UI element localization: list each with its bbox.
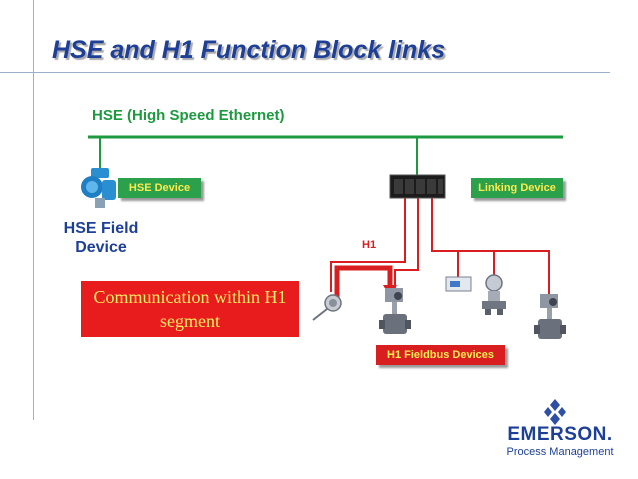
linking-device-tag: Linking Device bbox=[471, 178, 563, 198]
temperature-transmitter-icon bbox=[312, 294, 342, 321]
flowmeter-icon bbox=[445, 276, 472, 292]
left-divider-line bbox=[33, 0, 34, 420]
company-name: EMERSON. bbox=[507, 424, 613, 445]
h1-segment-label: H1 bbox=[362, 239, 377, 251]
pressure-transmitter-icon bbox=[482, 274, 506, 315]
control-valve-icon bbox=[379, 288, 411, 334]
h1-line-to-valve-2 bbox=[431, 198, 550, 296]
hse-field-device-icon bbox=[81, 168, 116, 208]
communication-note-box: Communication within H1 segment bbox=[81, 281, 299, 337]
hse-device-tag: HSE Device bbox=[118, 178, 201, 198]
control-valve-icon bbox=[534, 294, 566, 339]
linking-device-icon bbox=[389, 174, 446, 199]
division-name: Process Management bbox=[506, 446, 614, 458]
hse-network-label: HSE (High Speed Ethernet) bbox=[92, 107, 285, 124]
fieldbus-devices-tag: H1 Fieldbus Devices bbox=[376, 345, 505, 365]
emerson-logo-icon bbox=[544, 399, 566, 425]
h1-communication-path bbox=[334, 265, 393, 298]
emerson-brand: EMERSON. Process Management bbox=[505, 424, 615, 458]
slide-title: HSE and H1 Function Block links bbox=[52, 36, 446, 64]
h1-line-to-valve-1 bbox=[394, 198, 419, 288]
h1-line-to-temp-transmitter bbox=[330, 198, 406, 292]
title-underline bbox=[0, 72, 610, 73]
hse-field-device-label: HSE Field Device bbox=[63, 220, 139, 256]
